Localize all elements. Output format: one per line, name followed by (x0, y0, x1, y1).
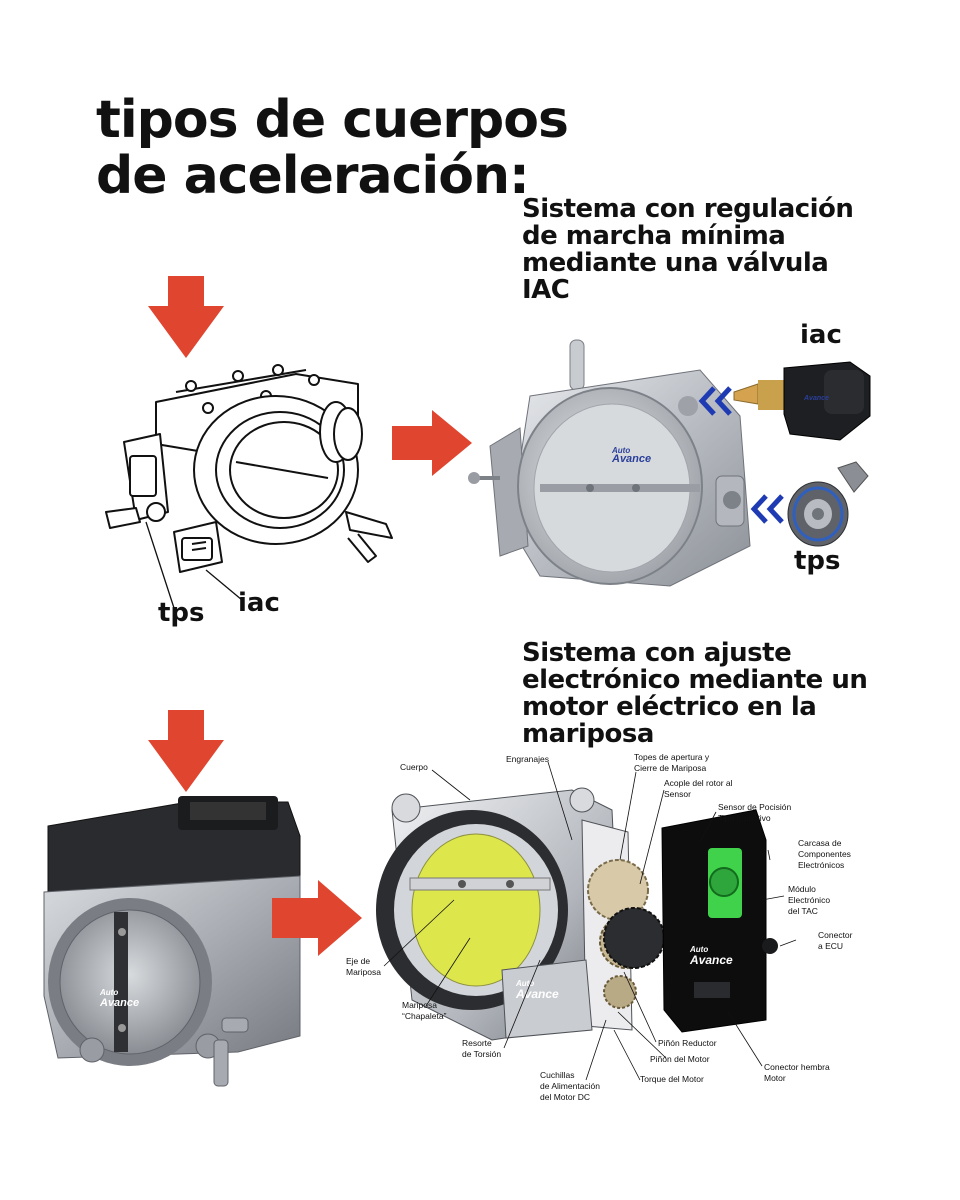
callout-engranajes: Engranajes (506, 754, 550, 764)
down-arrow-icon (148, 710, 224, 792)
callout-line: Conector (818, 930, 853, 940)
photo-tps-label: tps (794, 546, 841, 576)
callout-line: Tipo Inductivo (718, 813, 771, 823)
section-motor-heading-line: motor eléctrico en la (522, 692, 817, 722)
brand-logo-line: Avance (100, 997, 140, 1009)
callout-cuchillas: Cuchillas de Alimentación del Motor DC (540, 1070, 600, 1103)
callout-line: Topes de apertura y (634, 752, 710, 762)
callout-line: Motor (764, 1073, 786, 1083)
brand-logo-line: Auto (100, 988, 119, 997)
callout-line: Módulo (788, 884, 816, 894)
chevron-blue-icon (750, 494, 784, 524)
callout-line: “Chapaleta” (402, 1011, 447, 1021)
callout-mariposa: Mariposa “Chapaleta” (402, 1000, 446, 1022)
callout-line: de Alimentación (540, 1081, 601, 1091)
brand-logo-line: Avance (612, 453, 652, 465)
callout-line: Mariposa (346, 967, 381, 977)
iac-valve-photo: Avance (733, 361, 871, 441)
callout-line: Resorte (462, 1038, 492, 1048)
brand-logo-line: Auto (690, 945, 709, 954)
right-arrow-icon (392, 410, 472, 476)
photo-iac-label: iac (800, 320, 842, 350)
callout-resorte: Resorte de Torsión (462, 1038, 501, 1060)
callout-topes: Topes de apertura y Cierre de Mariposa (634, 752, 709, 774)
callout-line: Eje de (346, 956, 371, 966)
callout-line: Carcasa de (798, 838, 842, 848)
section-motor-heading-line: electrónico mediante un (522, 665, 868, 695)
brand-logo-line: Avance (690, 953, 733, 967)
callout-line: del Motor DC (540, 1092, 591, 1102)
section-iac-heading-line: IAC (522, 275, 570, 305)
brand-logo-line: Auto (516, 979, 535, 988)
down-arrow-icon (148, 276, 224, 358)
section-iac-heading-line: Sistema con regulación (522, 194, 854, 224)
callout-line: Conector hembra (764, 1062, 830, 1072)
callout-line: Sensor (664, 789, 691, 799)
callout-line: de Torsión (462, 1049, 502, 1059)
etb-cutaway-diagram (376, 787, 778, 1041)
section-motor-heading-line: Sistema con ajuste (522, 638, 792, 668)
callout-torque: Torque del Motor (640, 1074, 704, 1084)
tps-sensor-photo (787, 461, 869, 547)
brand-logo-line: Avance (516, 987, 559, 1001)
callout-carcasa: Carcasa de Componentes Electrónicos (798, 838, 851, 871)
callout-line: Cuchillas (540, 1070, 575, 1080)
page-title-line-2: de aceleración: (96, 146, 530, 206)
svg-text:Avance: Avance (803, 395, 829, 402)
callout-cuerpo: Cuerpo (400, 762, 428, 772)
page-title: tipos de cuerpos de aceleración: (96, 90, 569, 206)
callout-line: Componentes (798, 849, 851, 859)
callout-line: Acople del rotor al (664, 778, 733, 788)
callout-pinon-motor: Piñón del Motor (650, 1054, 710, 1064)
section-motor-heading: Sistema con ajuste electrónico mediante … (522, 638, 868, 749)
brand-logo-line: Auto (612, 446, 631, 455)
callout-line: Sensor de Pocisión (718, 802, 792, 812)
brand-logo-1: Auto Avance (612, 446, 652, 465)
callout-line: del TAC (788, 906, 818, 916)
drawing-tps-label: tps (158, 598, 205, 628)
callout-acople: Acople del rotor al Sensor (664, 778, 733, 800)
brand-logo-2: Auto Avance (100, 988, 140, 1009)
callout-line: Cierre de Mariposa (634, 763, 707, 773)
section-motor-heading-line: mariposa (522, 719, 654, 749)
page-title-line-1: tipos de cuerpos (96, 90, 569, 150)
callout-pinon-reductor: Piñón Reductor (658, 1038, 717, 1048)
callout-conector-hembra: Conector hembra Motor (764, 1062, 830, 1084)
chevron-blue-icon (698, 386, 732, 416)
electronic-throttle-body-photo (43, 796, 301, 1087)
right-arrow-icon (272, 880, 362, 956)
brand-logo-4: Auto Avance (516, 978, 559, 1000)
callout-line: Mariposa (402, 1000, 437, 1010)
throttle-body-photo-iac (468, 339, 751, 587)
callout-line: Electrónicos (798, 860, 845, 870)
callout-line: a ECU (818, 941, 844, 951)
section-iac-heading-line: de marcha mínima (522, 221, 786, 251)
section-iac-heading: Sistema con regulación de marcha mínima … (522, 194, 854, 305)
callout-line: Electrónico (788, 895, 831, 905)
drawing-iac-label: iac (238, 588, 280, 618)
section-iac-heading-line: mediante una válvula (522, 248, 829, 278)
throttle-body-line-drawing (105, 364, 393, 609)
callout-eje: Eje de Mariposa (346, 956, 381, 978)
callout-sensor: Sensor de Pocisión Tipo Inductivo (718, 802, 791, 824)
brand-logo-3: Auto Avance (690, 944, 733, 966)
callout-conector-ecu: Conector a ECU (818, 930, 853, 952)
callout-modulo: Módulo Electrónico del TAC (788, 884, 830, 917)
